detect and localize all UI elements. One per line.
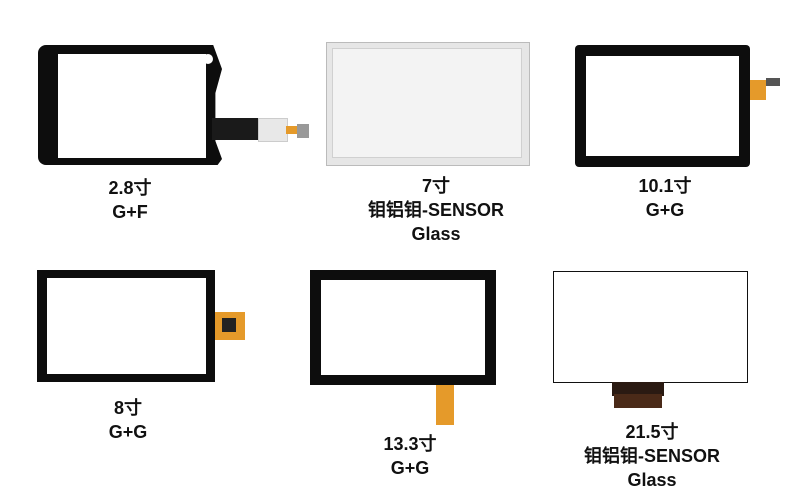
type-label: 钼铝钼-SENSOR [583,446,720,466]
type-label-line2: Glass [627,470,677,490]
product-13-3-label: 13.3寸 G+G [290,432,530,480]
type-label: G+F [112,202,148,222]
product-2-8-label: 2.8寸 G+F [10,176,250,224]
size-label: 10.1寸 [638,176,692,196]
product-10-1-label: 10.1寸 G+G [545,174,785,222]
type-label: G+G [108,422,148,442]
type-label: 钼铝钼-SENSOR [367,200,504,220]
size-label: 13.3寸 [383,434,437,454]
product-21-5-label: 21.5寸 钼铝钼-SENSOR Glass [532,420,772,492]
type-label-line2: Glass [411,224,461,244]
size-label: 7寸 [421,176,450,196]
product-7-label: 7寸 钼铝钼-SENSOR Glass [316,174,556,246]
size-label: 21.5寸 [625,422,679,442]
type-label: G+G [390,458,430,478]
size-label: 8寸 [113,398,142,418]
type-label: G+G [645,200,685,220]
product-8-label: 8寸 G+G [8,396,248,444]
size-label: 2.8寸 [108,178,152,198]
